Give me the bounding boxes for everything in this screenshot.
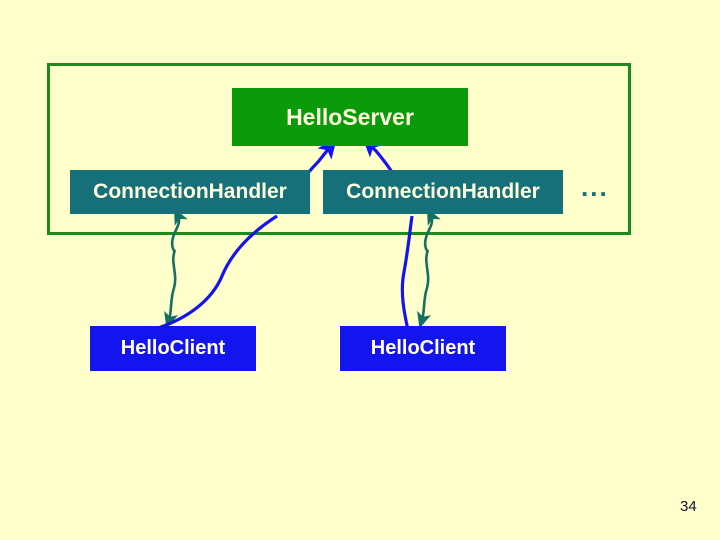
node-hello-client-2-label: HelloClient — [370, 337, 476, 359]
node-connection-handler-1[interactable]: ConnectionHandler — [70, 170, 310, 214]
more-handlers-ellipsis: ... — [581, 172, 609, 202]
page-number: 34 — [680, 498, 697, 515]
connector-handler1-client1-down — [164, 249, 179, 329]
node-hello-client-2[interactable]: HelloClient — [340, 326, 506, 371]
server-process-group-outline — [47, 63, 631, 235]
node-connection-handler-1-label: ConnectionHandler — [93, 180, 287, 203]
node-hello-client-1-label: HelloClient — [120, 337, 226, 359]
connector-handler2-client2-down — [417, 249, 432, 329]
node-connection-handler-2[interactable]: ConnectionHandler — [323, 170, 563, 214]
node-hello-server-label: HelloServer — [286, 103, 414, 130]
node-hello-server[interactable]: HelloServer — [232, 88, 468, 146]
node-hello-client-1[interactable]: HelloClient — [90, 326, 256, 371]
node-connection-handler-2-label: ConnectionHandler — [346, 180, 540, 203]
